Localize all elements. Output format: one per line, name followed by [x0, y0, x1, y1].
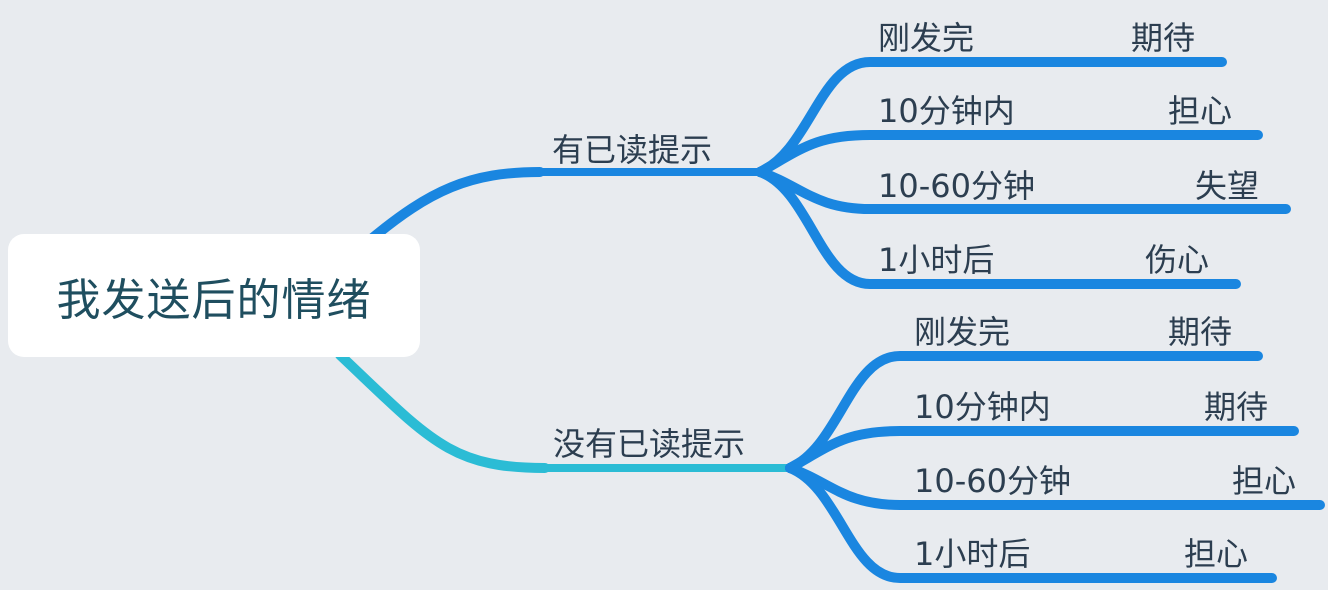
- b1-child-4-time[interactable]: 1小时后: [878, 241, 995, 279]
- branch-label-no-read-receipt[interactable]: 没有已读提示: [553, 425, 746, 463]
- branch-label-has-read-receipt[interactable]: 有已读提示: [552, 131, 713, 169]
- b1-child-1-time[interactable]: 刚发完: [878, 19, 975, 57]
- connector-b2-c4: [785, 463, 1277, 583]
- b1-child-4-emotion[interactable]: 伤心: [1145, 241, 1210, 279]
- b2-child-3-time[interactable]: 10-60分钟: [914, 462, 1071, 500]
- connector-b2-c2: [785, 426, 1299, 473]
- b2-child-1-time[interactable]: 刚发完: [914, 313, 1011, 351]
- b1-child-2-emotion[interactable]: 担心: [1168, 92, 1233, 130]
- b2-child-4-emotion[interactable]: 担心: [1184, 535, 1249, 573]
- connector-b1-c4: [755, 167, 1241, 289]
- root-topic[interactable]: 我发送后的情绪: [8, 234, 420, 357]
- b2-child-2-emotion[interactable]: 期待: [1204, 388, 1269, 426]
- connector-b1-c2: [755, 130, 1263, 177]
- b2-child-2-time[interactable]: 10分钟内: [914, 388, 1051, 426]
- connector-root-branch-2: [335, 350, 550, 473]
- b1-child-3-time[interactable]: 10-60分钟: [878, 167, 1035, 205]
- connector-root-branch-1: [365, 167, 545, 245]
- b1-child-2-time[interactable]: 10分钟内: [878, 92, 1015, 130]
- b1-child-1-emotion[interactable]: 期待: [1131, 19, 1196, 57]
- b2-child-1-emotion[interactable]: 期待: [1168, 313, 1233, 351]
- b1-child-3-emotion[interactable]: 失望: [1195, 167, 1260, 205]
- b2-child-4-time[interactable]: 1小时后: [914, 535, 1031, 573]
- b2-child-3-emotion[interactable]: 担心: [1232, 462, 1297, 500]
